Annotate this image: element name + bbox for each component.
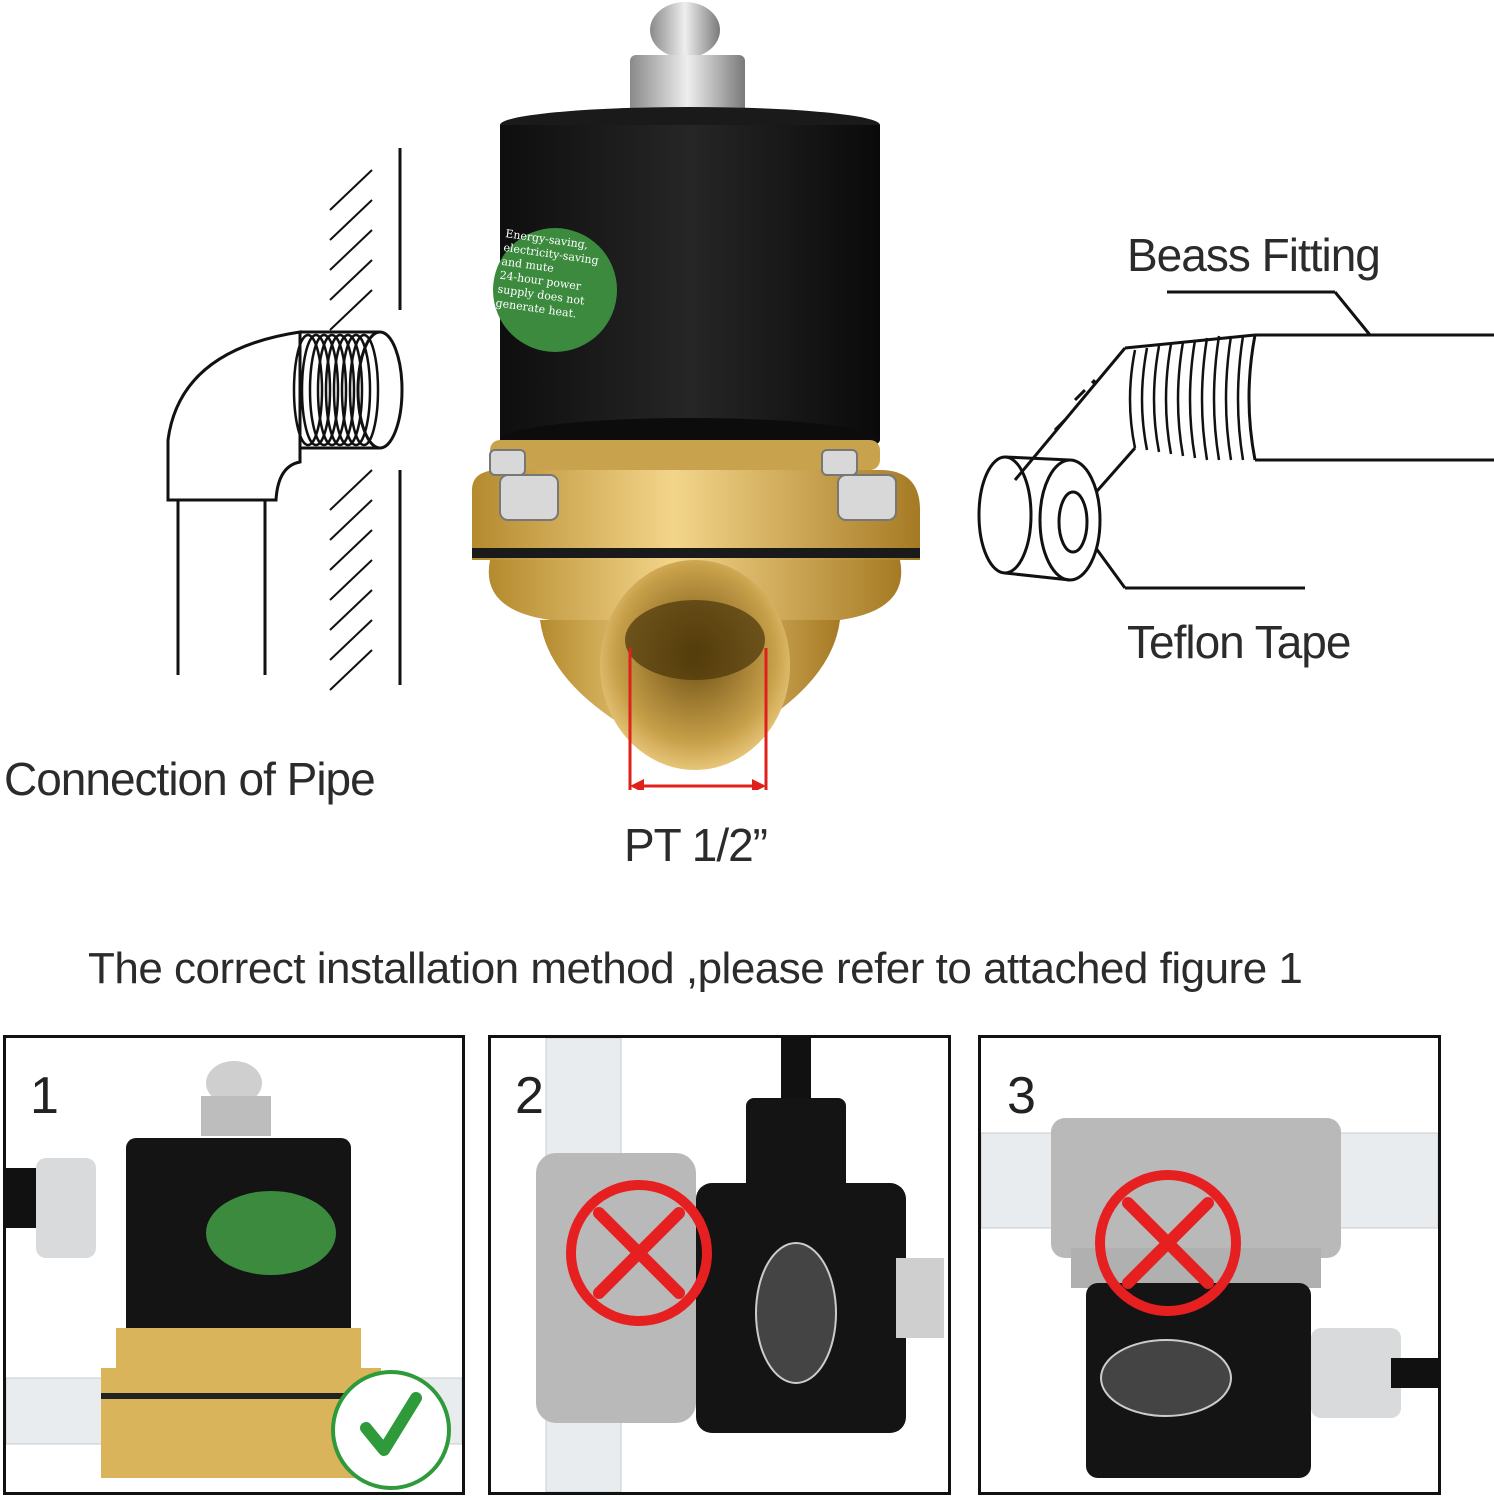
connection-of-pipe-label: Connection of Pipe: [4, 753, 376, 805]
panel-number: 2: [515, 1067, 544, 1125]
panel-number: 1: [30, 1067, 59, 1125]
pt-size-label: PT 1/2”: [624, 819, 768, 871]
installation-panel-2: 2: [488, 1035, 951, 1495]
installation-panel-3: 3: [978, 1035, 1441, 1495]
valve-vertical-wrong-image: [536, 1038, 944, 1492]
installation-panel-1: 1: [3, 1035, 465, 1495]
cross-icon: [1098, 1173, 1238, 1313]
installation-caption: The correct installation method ,please …: [88, 944, 1303, 993]
cross-icon: [569, 1183, 709, 1323]
valve-correct-image: [6, 1061, 462, 1490]
teflon-fitting-diagram: [975, 280, 1494, 610]
valve-sticker-text: Energy-saving, electricity-saving and mu…: [495, 227, 626, 327]
check-icon: [333, 1372, 449, 1488]
solenoid-valve-image: [460, 0, 940, 790]
valve-upside-down-wrong-image: [981, 1118, 1438, 1478]
panel-number: 3: [1007, 1067, 1036, 1125]
beass-fitting-label: Beass Fitting: [1127, 229, 1381, 281]
pipe-elbow-diagram: [150, 140, 420, 700]
teflon-tape-label: Teflon Tape: [1127, 616, 1351, 668]
